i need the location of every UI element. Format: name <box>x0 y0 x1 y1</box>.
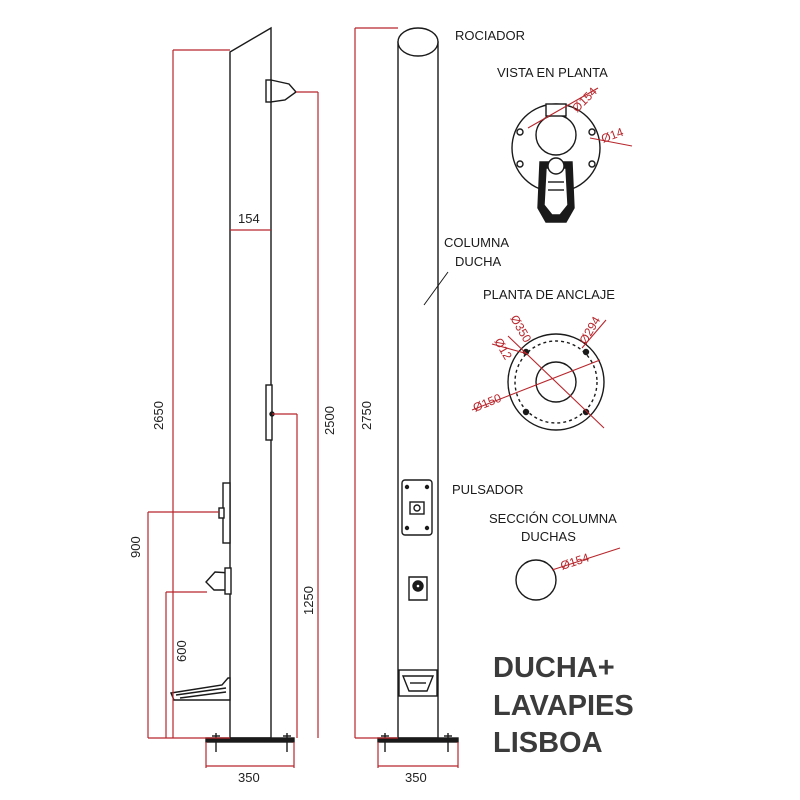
plan-sprayer <box>535 114 577 156</box>
section-circle <box>515 559 557 601</box>
label-ducha: DUCHA <box>455 254 502 269</box>
product-title-line-1: DUCHA+ <box>493 652 615 684</box>
side-view <box>170 26 298 752</box>
anchor-dimensions <box>471 319 607 429</box>
dim-side-footwash-height: 600 <box>174 640 189 662</box>
label-pulsador: PULSADOR <box>452 482 524 497</box>
front-column-body <box>397 41 439 739</box>
product-title-line-2: LAVAPIES <box>493 690 634 722</box>
label-planta-de-anclaje: PLANTA DE ANCLAJE <box>483 287 615 302</box>
front-base-plate <box>377 737 459 743</box>
dim-plan-hole: Ø14 <box>599 125 625 146</box>
section-dimension-line <box>551 547 621 571</box>
dim-anchor-bolt-circle: Ø294 <box>576 314 603 347</box>
anchor-bolt-circle <box>514 340 598 424</box>
dim-side-tap-height: 1250 <box>301 586 316 615</box>
dim-section-diameter: Ø154 <box>559 550 592 572</box>
dim-side-total-height: 2650 <box>151 401 166 430</box>
dim-side-button-height: 900 <box>128 536 143 558</box>
label-vista-en-planta: VISTA EN PLANTA <box>497 65 608 80</box>
side-column-body <box>229 26 272 739</box>
front-view <box>377 27 459 752</box>
dim-front-base-width: 350 <box>405 770 427 785</box>
side-base-plate <box>205 737 295 743</box>
dim-front-total-height: 2750 <box>359 401 374 430</box>
side-shower-head <box>270 79 298 103</box>
front-sprayer-top <box>397 27 439 57</box>
side-footrest <box>170 677 231 701</box>
label-duchas: DUCHAS <box>521 529 576 544</box>
plan-view <box>511 103 601 223</box>
label-columna: COLUMNA <box>444 235 509 250</box>
dim-side-spray-height: 2500 <box>322 406 337 435</box>
dim-side-top-width: 154 <box>238 211 260 226</box>
dim-anchor-outer: Ø350 <box>507 313 534 346</box>
side-dimensions <box>147 49 319 768</box>
label-seccion-columna: SECCIÓN COLUMNA <box>489 511 617 526</box>
plan-dimensions <box>527 87 633 147</box>
label-rociador: ROCIADOR <box>455 28 525 43</box>
product-title-line-3: LISBOA <box>493 727 603 759</box>
dim-anchor-inner: Ø150 <box>471 391 504 415</box>
front-dimensions <box>354 27 459 768</box>
dim-side-base-width: 350 <box>238 770 260 785</box>
